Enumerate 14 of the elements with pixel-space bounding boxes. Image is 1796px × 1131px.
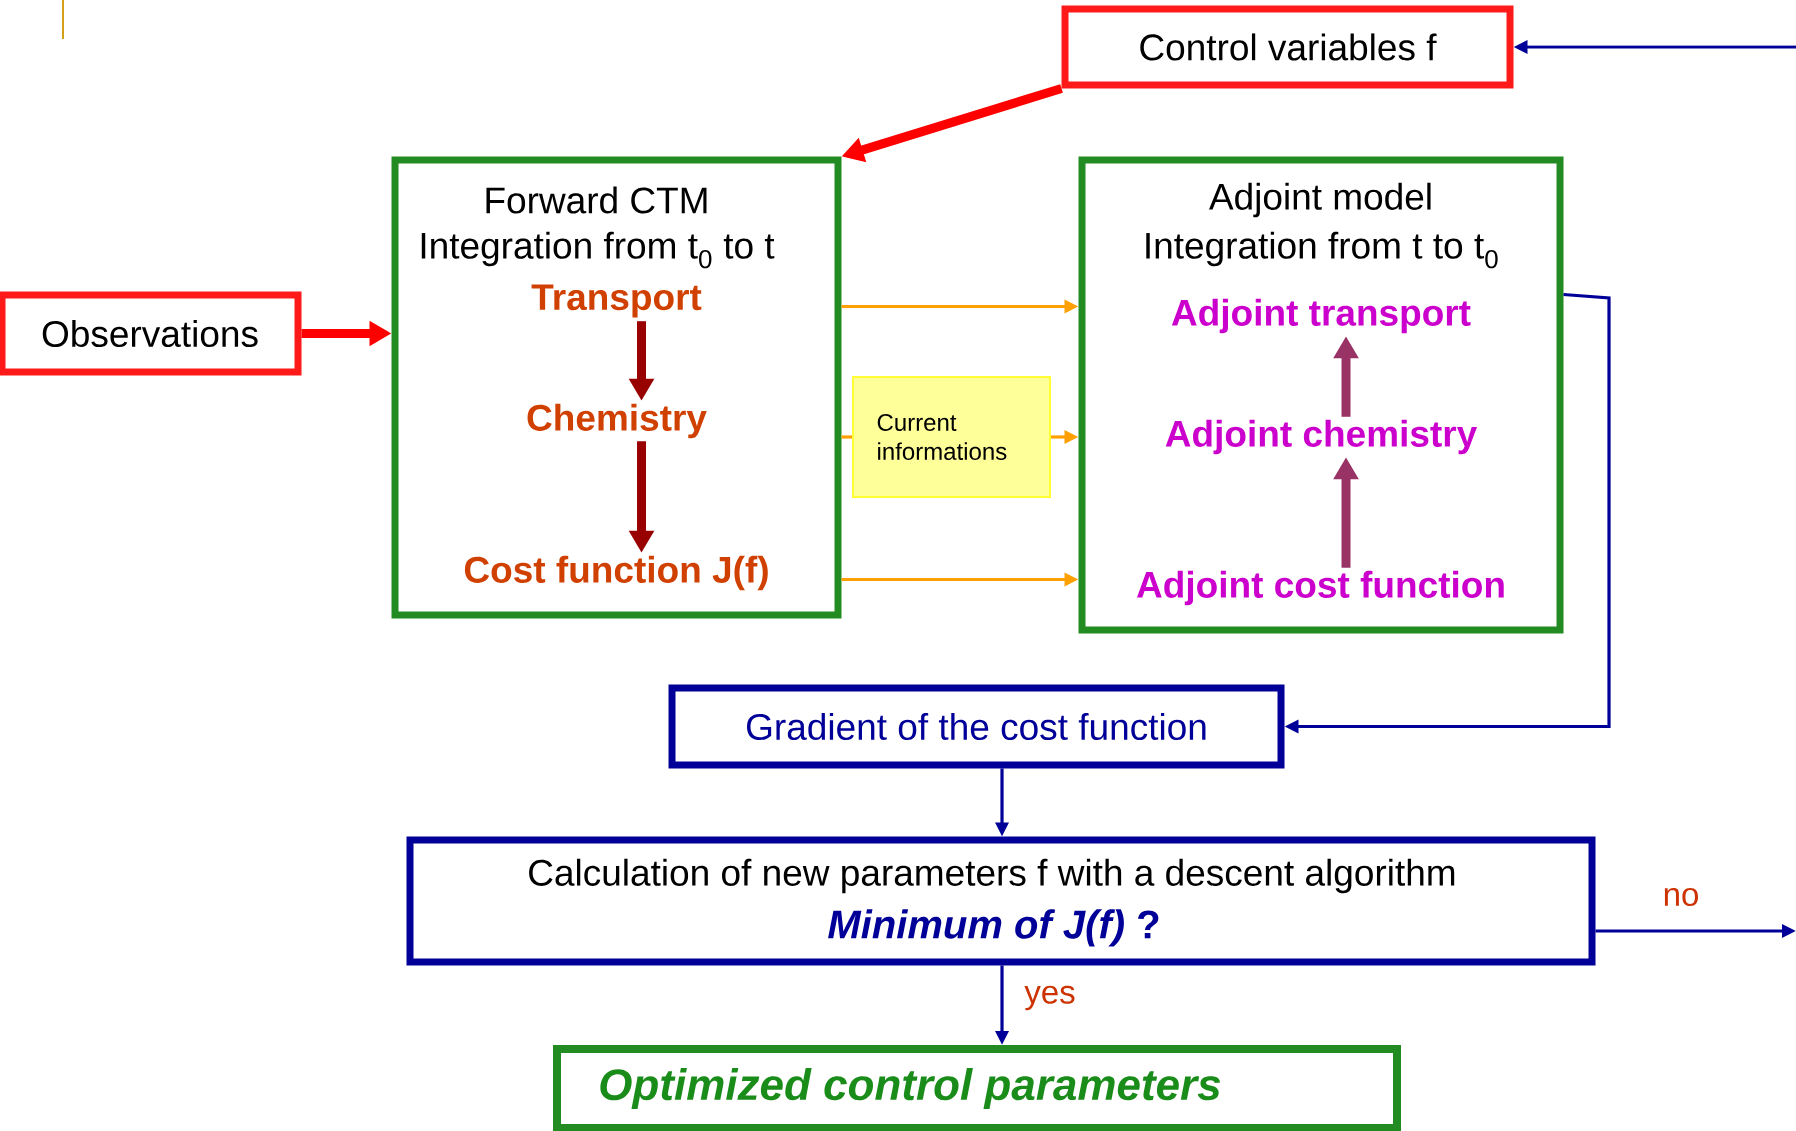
process-box: Calculation of new parameters f with a descent algorithm Minimum of J(f) ?: [406, 836, 1596, 966]
info-box: Current informations: [852, 376, 1051, 498]
step-label: Cost function J(f): [464, 555, 768, 591]
step-label: Adjoint chemistry: [1165, 419, 1478, 455]
step-label: Transport: [531, 284, 702, 318]
edge-label: no: [1661, 886, 1701, 907]
step-label: Adjoint cost function: [1136, 570, 1504, 606]
step-label: Chemistry: [527, 403, 707, 439]
step-label: Adjoint transport: [1171, 298, 1471, 334]
input-box: Observations: [0, 291, 302, 376]
edge-label: yes: [1023, 984, 1077, 1012]
process-box: Gradient of the cost function: [668, 684, 1285, 769]
input-box: Control variables f: [1061, 5, 1514, 89]
result-box: Optimized control parameters: [553, 1045, 1401, 1131]
